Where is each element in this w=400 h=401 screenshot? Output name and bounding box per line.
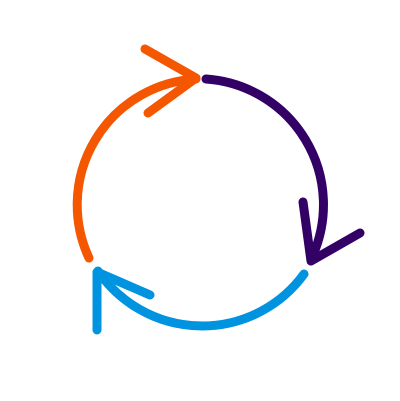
arrowhead-orange: [140, 44, 201, 118]
cycle-arc-blue: [93, 266, 309, 331]
arrowhead-blue: [92, 267, 155, 335]
cycle-segment-purple: [201, 74, 365, 266]
cycle-segment-orange: [72, 44, 201, 263]
arrowhead-purple: [298, 197, 365, 266]
cycle-arc-purple: [201, 74, 328, 260]
cycle-segment-blue: [92, 266, 309, 335]
cycle-arc-orange: [72, 74, 201, 263]
